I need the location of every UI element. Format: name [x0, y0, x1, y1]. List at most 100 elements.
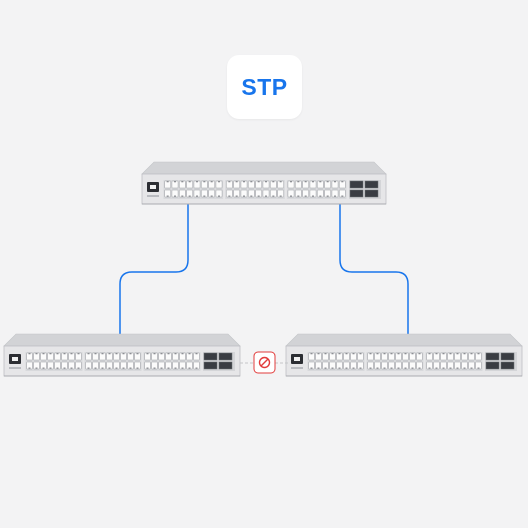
- port-led: [290, 181, 292, 183]
- port-led: [418, 353, 421, 355]
- rj45-port: [440, 361, 447, 370]
- port-led: [181, 195, 184, 197]
- port-led: [28, 367, 31, 369]
- port-led: [166, 181, 169, 183]
- rj45-port: [151, 361, 158, 370]
- port-led: [243, 181, 245, 183]
- rj45-port: [120, 361, 127, 370]
- rj45-port: [287, 189, 295, 198]
- port-led: [115, 367, 118, 369]
- rj45-port: [158, 361, 165, 370]
- console-label: [147, 195, 159, 197]
- port-led: [418, 367, 421, 369]
- port-led: [181, 367, 184, 369]
- port-block: [286, 180, 347, 199]
- rj45-port: [226, 189, 233, 198]
- rj45-port: [255, 189, 262, 198]
- rj45-port: [322, 361, 329, 370]
- port-led: [218, 195, 220, 197]
- rj45-port: [308, 361, 315, 370]
- port-led: [297, 195, 300, 197]
- port-led: [129, 353, 132, 355]
- rj45-port: [61, 361, 68, 370]
- port-led: [108, 353, 111, 355]
- port-led: [359, 353, 362, 355]
- port-led: [101, 353, 104, 355]
- rj45-port: [295, 189, 302, 198]
- rj45-port: [367, 361, 374, 370]
- port-led: [146, 353, 149, 355]
- port-led: [304, 181, 307, 183]
- rj45-port: [106, 361, 113, 370]
- stp-badge: STP: [227, 55, 302, 119]
- rj45-port: [374, 361, 381, 370]
- rj45-port: [416, 361, 423, 370]
- rj45-port: [127, 361, 134, 370]
- port-led: [188, 353, 191, 355]
- sfp-port: [485, 352, 500, 361]
- rj45-port: [409, 361, 416, 370]
- port-led: [181, 181, 184, 183]
- rj45-port: [99, 361, 106, 370]
- port-led: [77, 353, 80, 355]
- port-led: [166, 195, 169, 197]
- rj45-port: [461, 361, 468, 370]
- port-led: [449, 353, 452, 355]
- port-led: [94, 353, 97, 355]
- port-led: [42, 367, 45, 369]
- console-screen: [294, 357, 300, 361]
- port-led: [174, 353, 177, 355]
- port-led: [136, 367, 139, 369]
- rj45-port: [54, 361, 61, 370]
- port-led: [210, 195, 213, 197]
- port-led: [228, 181, 231, 183]
- rj45-port: [92, 361, 99, 370]
- port-led: [218, 181, 220, 183]
- port-led: [290, 195, 292, 197]
- rj45-port: [302, 189, 309, 198]
- rj45-port: [179, 361, 186, 370]
- port-led: [470, 353, 473, 355]
- port-led: [279, 181, 282, 183]
- port-led: [345, 353, 348, 355]
- port-led: [331, 367, 334, 369]
- port-led: [338, 353, 341, 355]
- port-led: [174, 195, 176, 197]
- switch-top: [3, 333, 241, 347]
- port-led: [235, 181, 238, 183]
- port-led: [153, 353, 156, 355]
- rj45-port: [144, 361, 151, 370]
- port-led: [312, 195, 314, 197]
- rj45-port: [248, 189, 255, 198]
- port-led: [324, 353, 327, 355]
- port-led: [77, 367, 80, 369]
- port-led: [317, 367, 320, 369]
- port-led: [352, 367, 355, 369]
- port-led: [304, 195, 307, 197]
- port-led: [63, 367, 66, 369]
- rj45-port: [339, 189, 346, 198]
- blocked-icon: [253, 351, 276, 374]
- port-led: [181, 353, 184, 355]
- sfp-port: [218, 361, 233, 370]
- port-led: [250, 181, 253, 183]
- port-led: [49, 353, 52, 355]
- port-led: [297, 181, 300, 183]
- port-led: [153, 367, 156, 369]
- rj45-port: [215, 189, 223, 198]
- port-led: [334, 181, 336, 183]
- port-led: [210, 181, 213, 183]
- stp-label: STP: [241, 73, 288, 100]
- port-led: [87, 353, 90, 355]
- port-led: [310, 367, 313, 369]
- rj45-port: [270, 189, 277, 198]
- port-led: [404, 367, 407, 369]
- rj45-port: [240, 189, 248, 198]
- port-led: [250, 195, 253, 197]
- rj45-port: [208, 189, 215, 198]
- port-block: [366, 352, 424, 371]
- rj45-port: [164, 189, 171, 198]
- rj45-port: [468, 361, 475, 370]
- rj45-port: [193, 361, 200, 370]
- port-led: [49, 367, 52, 369]
